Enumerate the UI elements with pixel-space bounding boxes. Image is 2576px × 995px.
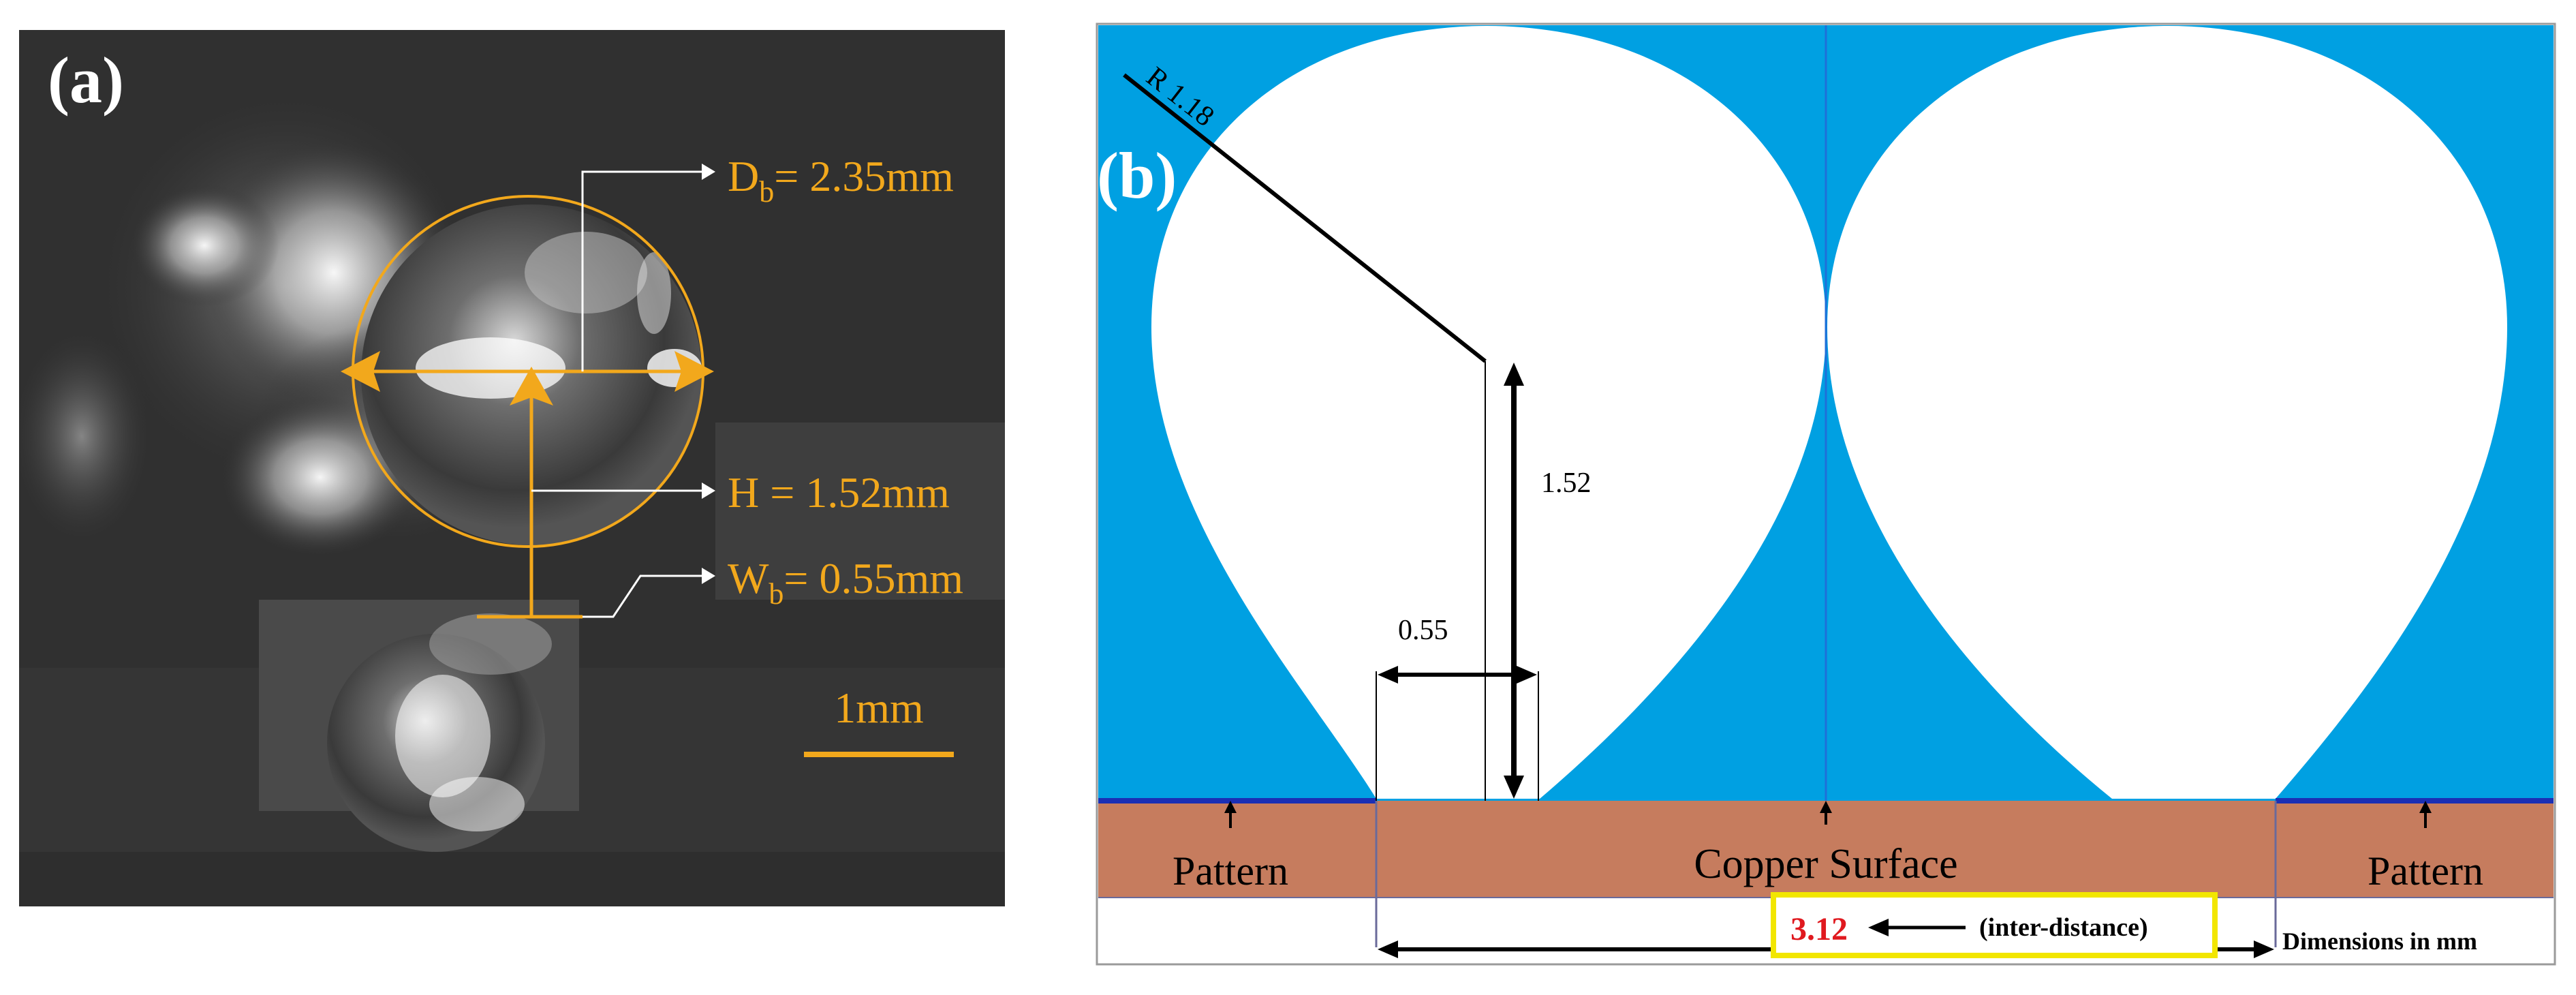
db-leader-arrow [702, 164, 715, 180]
inter-distance-arrow-left [1378, 940, 1398, 958]
diameter-arrowhead-left [341, 351, 380, 392]
height-label: 1.52 [1541, 468, 1592, 499]
wb-leader [583, 575, 709, 618]
height-dim-arrow-bottom [1504, 776, 1524, 799]
db-leader [581, 170, 709, 371]
h-annotation: H = 1.52mm [728, 468, 950, 517]
bubble-photograph [19, 30, 1005, 906]
panel-b-label: (b) [1097, 139, 1177, 212]
inter-distance-value: 3.12 [1790, 911, 1848, 947]
height-dim-arrow-top [1504, 363, 1524, 386]
left-bubble [1151, 26, 1826, 799]
inter-distance-label: (inter-distance) [1979, 913, 2148, 942]
leader-lines [531, 170, 709, 618]
inter-distance-pointer-head [1868, 919, 1889, 936]
height-arrowhead [510, 367, 553, 405]
scale-bar-label: 1mm [834, 684, 924, 732]
diameter-arrowhead-right [674, 351, 714, 392]
right-pattern-arrowhead [2419, 801, 2432, 813]
radius-line [1123, 73, 1487, 363]
width-dimension: 0.55 [1376, 615, 1539, 801]
db-annotation: Db= 2.35mm [728, 152, 954, 209]
width-label: 0.55 [1398, 615, 1448, 646]
panel-a: (a) Db= 2.35mm H = 1.52mm Wb= 0.55mm 1mm [19, 30, 1005, 906]
wb-annotation: Wb= 0.55mm [728, 554, 963, 611]
panel-a-label: (a) [48, 44, 124, 117]
surface-arrows [1224, 801, 2432, 828]
height-dimension: 1.52 [1485, 361, 1592, 801]
inter-distance-arrow-right [2254, 940, 2274, 958]
center-arrowhead [1820, 801, 1832, 813]
inter-distance-highlight-box [1771, 892, 2218, 958]
left-pattern-label: Pattern [1173, 848, 1288, 893]
right-pattern-label: Pattern [2368, 848, 2483, 893]
copper-surface-label: Copper Surface [1694, 841, 1957, 887]
dimensions-note: Dimensions in mm [2282, 928, 2477, 955]
width-dim-arrow-right [1517, 666, 1537, 684]
left-pattern-arrowhead [1224, 801, 1237, 813]
right-bubble [1827, 26, 2507, 799]
width-dim-arrow-left [1378, 666, 1398, 684]
h-leader-arrow [702, 483, 715, 499]
panel-b: R 1.18 1.52 0.55 Pattern Copper Surface … [1096, 22, 2556, 966]
wb-leader-arrow [702, 568, 715, 584]
